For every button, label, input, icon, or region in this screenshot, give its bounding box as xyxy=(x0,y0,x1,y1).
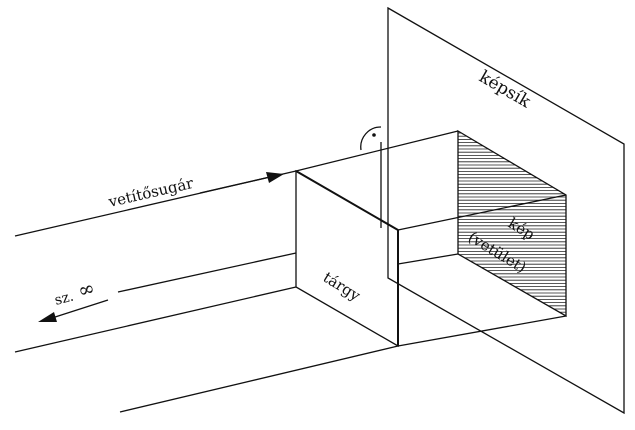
ray-bottom-right-to-plane xyxy=(397,315,567,347)
projection-ray-middle xyxy=(14,286,297,353)
label-infinity-symbol: ∞ xyxy=(75,275,97,302)
ray-top-left-to-plane xyxy=(295,130,459,172)
projected-image-hatching xyxy=(458,132,566,316)
label-infinity-prefix: sz. xyxy=(53,288,76,308)
ray-arrow-icon xyxy=(266,172,284,183)
object-face xyxy=(295,169,399,348)
projection-ray-bottom xyxy=(119,345,399,413)
image-plane xyxy=(387,6,625,415)
label-image: kép xyxy=(505,214,538,244)
projection-ray-arrow-shaft xyxy=(199,176,271,194)
ray-bottom-left-to-plane xyxy=(397,253,459,265)
object-top-edge xyxy=(295,170,399,231)
ray-top-right-to-plane xyxy=(397,194,567,231)
label-image-plane: képsík xyxy=(476,67,535,113)
right-angle-dot xyxy=(372,133,376,137)
label-object: tárgy xyxy=(320,268,364,305)
infinity-arrow-icon xyxy=(38,312,57,322)
right-angle-arc xyxy=(360,126,382,151)
label-projection-ray: vetítősugár xyxy=(106,174,196,211)
infinity-arrow-shaft xyxy=(51,299,109,319)
projection-ray-infinity xyxy=(117,252,297,293)
